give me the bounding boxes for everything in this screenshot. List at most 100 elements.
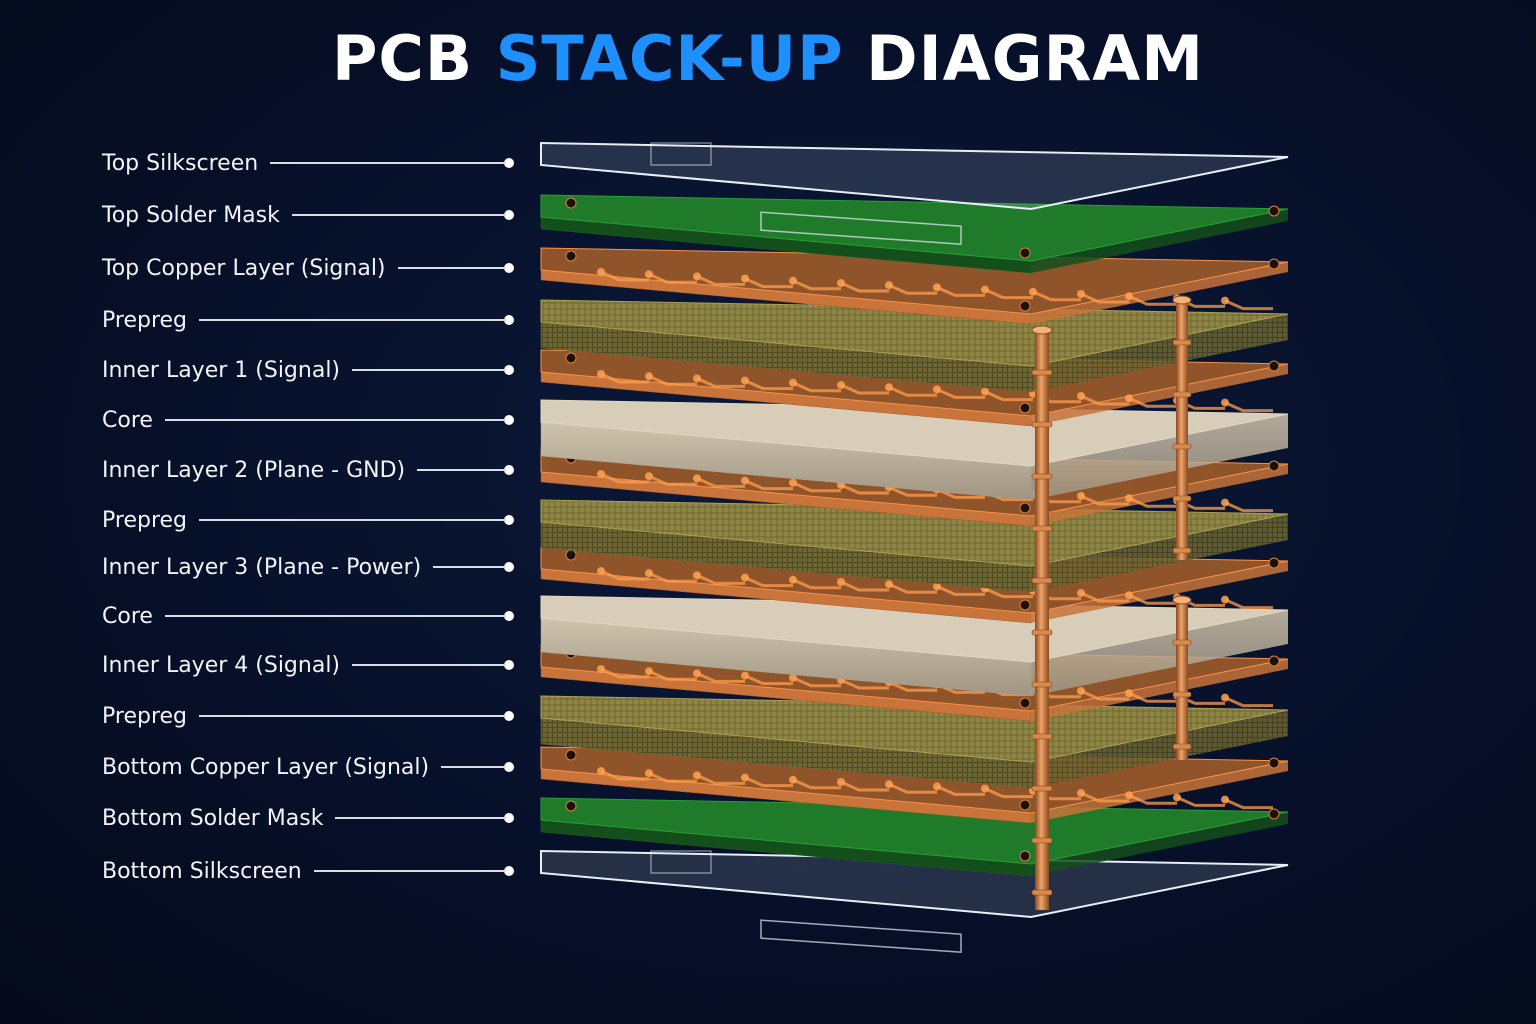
via-top-pad — [1172, 295, 1192, 305]
copper-pad — [933, 782, 941, 791]
leader-dot — [504, 866, 514, 876]
via-ring — [1031, 369, 1053, 376]
copper-trace — [1080, 689, 1129, 701]
diagram-title: PCB STACK-UP DIAGRAM — [0, 22, 1536, 95]
copper-pad — [789, 575, 797, 584]
copper-pad — [741, 773, 749, 782]
copper-trace — [1080, 791, 1129, 803]
layer-label-row: Inner Layer 3 (Plane - Power) — [102, 552, 514, 582]
mounting-hole — [1268, 808, 1280, 820]
copper-trace — [888, 782, 937, 794]
copper-trace — [744, 277, 793, 289]
layer-label-text: Prepreg — [102, 507, 188, 533]
mounting-hole — [1019, 402, 1031, 414]
leader-line — [313, 870, 506, 872]
copper-pad — [1077, 492, 1085, 500]
pcb-layer-core — [540, 595, 1289, 697]
copper-trace — [1224, 696, 1273, 708]
copper-trace — [840, 678, 889, 690]
layer-label-row: Top Silkscreen — [102, 148, 514, 178]
copper-pad — [1221, 296, 1229, 305]
leader-dot — [504, 660, 514, 670]
leader-dot — [504, 315, 514, 325]
layer-label-text: Top Copper Layer (Signal) — [102, 255, 386, 281]
layer-label-row: Bottom Solder Mask — [102, 803, 514, 833]
copper-trace — [744, 576, 793, 588]
copper-trace — [1128, 691, 1177, 703]
via-ring — [1031, 421, 1053, 428]
copper-trace — [1224, 401, 1273, 413]
copper-pad — [741, 476, 749, 485]
layer-label-row: Inner Layer 1 (Signal) — [102, 355, 514, 385]
mounting-hole — [1268, 205, 1280, 217]
leader-line — [164, 615, 506, 617]
leader-dot — [504, 158, 514, 168]
copper-trace — [600, 372, 649, 384]
copper-trace — [1224, 798, 1273, 810]
layer-right-side — [1031, 314, 1288, 392]
copper-trace — [792, 578, 841, 590]
layer-right-side — [1031, 561, 1288, 623]
leader-line — [417, 469, 506, 471]
via-ring — [1031, 629, 1053, 636]
pcb-layer-silkscreen — [540, 849, 1289, 954]
copper-trace — [984, 288, 1033, 300]
copper-trace — [696, 574, 745, 585]
copper-trace — [792, 381, 841, 393]
copper-trace — [792, 778, 841, 790]
layer-label-text: Bottom Copper Layer (Signal) — [102, 754, 430, 780]
copper-pad — [693, 571, 701, 580]
copper-trace — [1080, 394, 1129, 406]
copper-trace — [696, 477, 745, 488]
copper-trace — [744, 479, 793, 491]
copper-trace — [1128, 294, 1177, 306]
layer-label-row: Top Solder Mask — [102, 200, 514, 230]
copper-pad — [1077, 392, 1085, 400]
layer-label-row: Prepreg — [102, 305, 514, 335]
copper-pad — [693, 272, 701, 281]
via-ring — [1172, 339, 1192, 346]
copper-pad — [597, 370, 605, 378]
copper-trace — [984, 587, 1033, 599]
layer-top-face — [540, 141, 1289, 211]
copper-trace — [1224, 598, 1273, 610]
copper-pad — [741, 376, 749, 385]
silkscreen-marking — [650, 850, 712, 874]
mounting-hole — [565, 549, 577, 561]
layer-label-text: Prepreg — [102, 307, 188, 333]
copper-pad — [981, 784, 989, 793]
copper-pad — [1029, 287, 1037, 296]
leader-dot — [504, 263, 514, 273]
mounting-hole — [1019, 697, 1031, 709]
mounting-hole — [1268, 360, 1280, 372]
pcb-layer-copper — [540, 247, 1289, 325]
copper-pad — [885, 580, 893, 589]
copper-trace — [840, 281, 889, 293]
pcb-layer-silkscreen — [540, 141, 1289, 246]
copper-pad — [789, 276, 797, 285]
copper-trace — [1080, 494, 1129, 506]
pcb-layer-core — [540, 399, 1289, 501]
layer-right-side — [1031, 610, 1288, 696]
mounting-hole — [565, 352, 577, 364]
copper-trace — [1128, 593, 1177, 605]
layer-right-side — [1031, 659, 1288, 721]
mounting-hole — [565, 197, 577, 209]
layers-group — [540, 141, 1289, 954]
layer-label-text: Prepreg — [102, 703, 188, 729]
layer-label-row: Prepreg — [102, 505, 514, 535]
mounting-hole — [1268, 655, 1280, 667]
copper-pad — [693, 669, 701, 678]
layer-right-side — [1031, 761, 1288, 823]
leader-line — [352, 664, 506, 666]
leader-dot — [504, 210, 514, 220]
copper-pad — [837, 279, 845, 287]
layer-right-side — [1031, 464, 1288, 526]
leader-line — [352, 369, 506, 371]
copper-pad — [1077, 589, 1085, 597]
mounting-hole — [565, 749, 577, 761]
copper-pad — [981, 387, 989, 396]
copper-trace — [1224, 501, 1273, 513]
mounting-hole — [1019, 799, 1031, 811]
copper-trace — [1128, 793, 1177, 805]
